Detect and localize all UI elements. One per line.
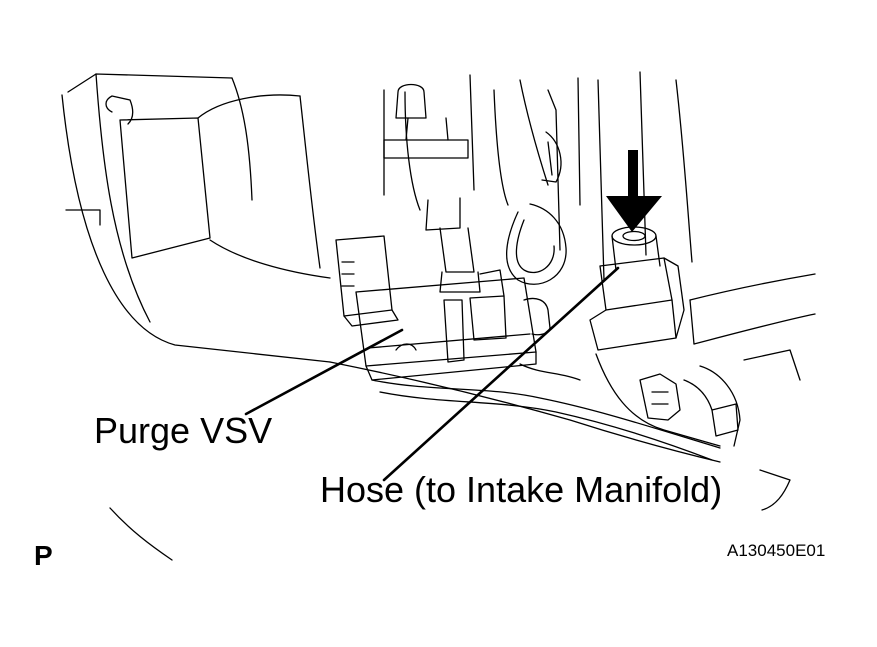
vsv-inlet-pipe — [425, 197, 481, 293]
wire-loop — [505, 203, 567, 285]
purge-vsv-leader-line — [244, 328, 404, 416]
left-body-panel — [61, 73, 331, 363]
wire-harness — [371, 363, 721, 461]
figure-code: A130450E01 — [727, 541, 826, 560]
indicator-arrow-icon — [606, 150, 662, 232]
purge-vsv-label: Purge VSV — [94, 410, 273, 451]
purge-vsv-body — [335, 235, 551, 381]
upper-pipe-connector — [383, 83, 469, 159]
background-brackets — [383, 71, 693, 281]
hose-leader-line — [382, 266, 620, 482]
lower-engine-components — [595, 349, 801, 511]
view-letter: P — [34, 540, 53, 571]
intake-hose — [589, 226, 816, 351]
hose-label: Hose (to Intake Manifold) — [320, 469, 723, 510]
lower-body-lines — [109, 361, 721, 561]
